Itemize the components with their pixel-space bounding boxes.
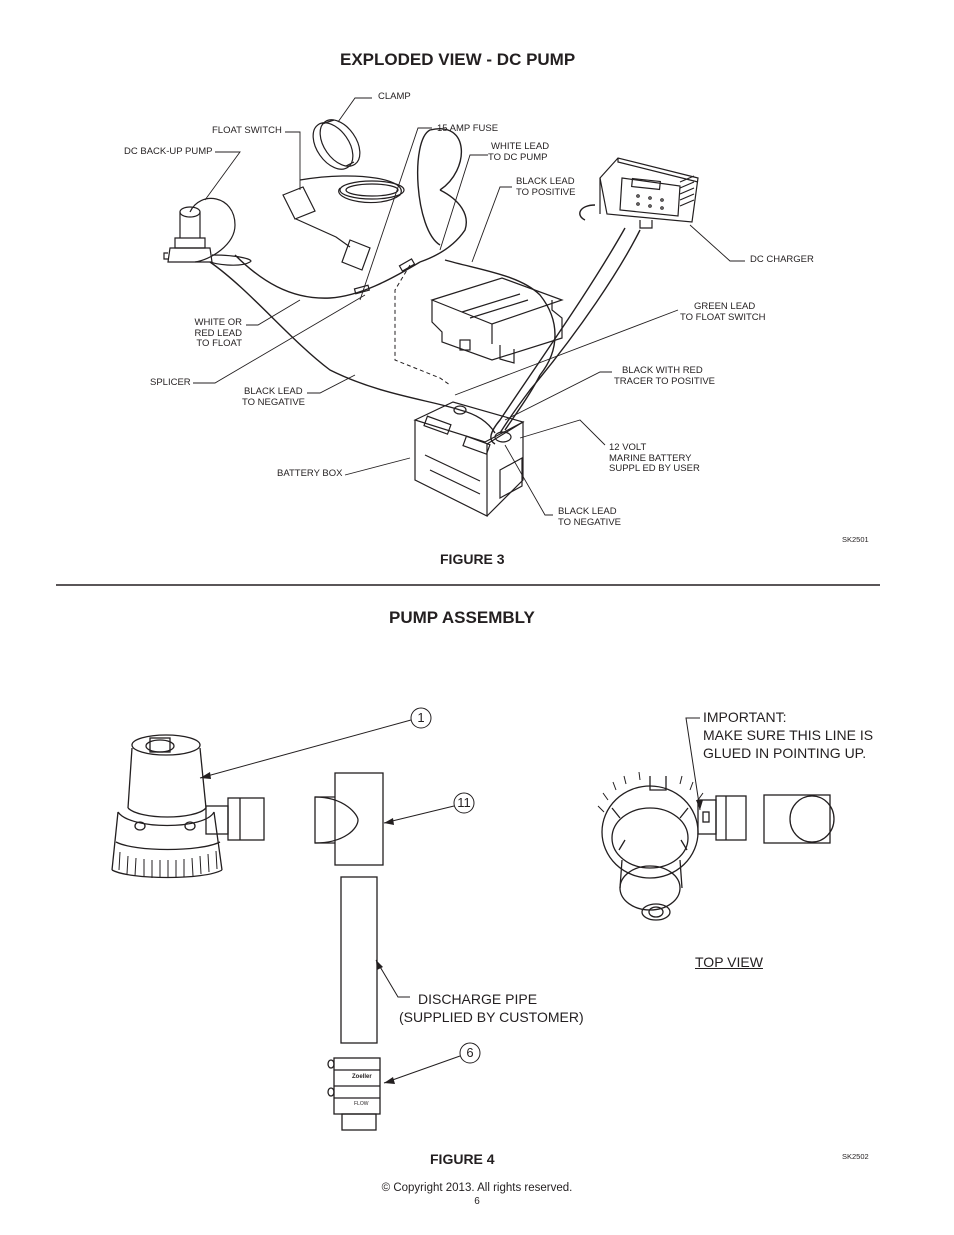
figure4-caption: FIGURE 4 [430, 1151, 495, 1167]
page-number: 6 [474, 1196, 480, 1207]
label-green-lead: GREEN LEAD TO FLOAT SWITCH [680, 301, 766, 323]
top-view-label: TOP VIEW [695, 954, 763, 970]
label-black-lead-positive: BLACK LEAD TO POSITIVE [516, 176, 576, 198]
callout-1: 1 [417, 710, 425, 725]
label-splicer: SPLICER [150, 377, 191, 388]
pump-top-view-illustration [597, 771, 835, 921]
important-note: IMPORTANT: MAKE SURE THIS LINE IS GLUED … [703, 709, 874, 761]
callouts [199, 707, 701, 1084]
figure3-code: SK2501 [842, 535, 869, 544]
discharge-pipe-label: DISCHARGE PIPE (SUPPLIED BY CUSTOMER) [399, 991, 584, 1025]
label-black-red-tracer: BLACK WITH RED TRACER TO POSITIVE [614, 365, 716, 387]
label-battery-box: BATTERY BOX [277, 468, 343, 479]
figure3-title: EXPLODED VIEW - DC PUMP [340, 50, 576, 69]
tee-fitting-illustration [314, 772, 384, 866]
pump-side-view-illustration [111, 734, 265, 879]
check-valve-flow: FLOW [354, 1101, 369, 1107]
label-dc-charger: DC CHARGER [750, 254, 814, 265]
label-float-switch: FLOAT SWITCH [212, 125, 282, 136]
leader-lines [56, 97, 880, 586]
label-white-lead-dc-pump: WHITE LEAD TO DC PUMP [488, 141, 550, 163]
dc-charger-illustration [599, 157, 699, 229]
check-valve-illustration [327, 1057, 381, 1131]
wiring [209, 128, 641, 445]
figure4-code: SK2502 [842, 1152, 869, 1161]
callout-6: 6 [466, 1045, 474, 1060]
dc-backup-pump-illustration [163, 197, 252, 266]
battery-box-lid-illustration [430, 277, 564, 364]
float-switch-illustration [282, 175, 405, 271]
check-valve-brand: Zoeller [352, 1074, 372, 1080]
clamp-illustration [312, 119, 361, 170]
callout-11: 11 [457, 795, 471, 810]
discharge-pipe-illustration [340, 876, 378, 1044]
label-white-red-lead: WHITE OR RED LEAD TO FLOAT [194, 317, 242, 349]
label-dc-backup-pump: DC BACK-UP PUMP [124, 146, 213, 157]
label-12v-battery: 12 VOLT MARINE BATTERY SUPPL ED BY USER [609, 442, 700, 474]
fuse-illustration [353, 258, 416, 295]
label-black-lead-negative-1: BLACK LEAD TO NEGATIVE [242, 386, 305, 408]
copyright: © Copyright 2013. All rights reserved. [381, 1182, 573, 1194]
label-clamp: CLAMP [378, 91, 411, 102]
figure3-caption: FIGURE 3 [440, 551, 505, 567]
figure4-title: PUMP ASSEMBLY [389, 608, 535, 627]
battery-box-illustration [413, 401, 525, 517]
label-fuse: 15 AMP FUSE [437, 123, 499, 134]
label-black-lead-negative-2: BLACK LEAD TO NEGATIVE [558, 506, 621, 528]
